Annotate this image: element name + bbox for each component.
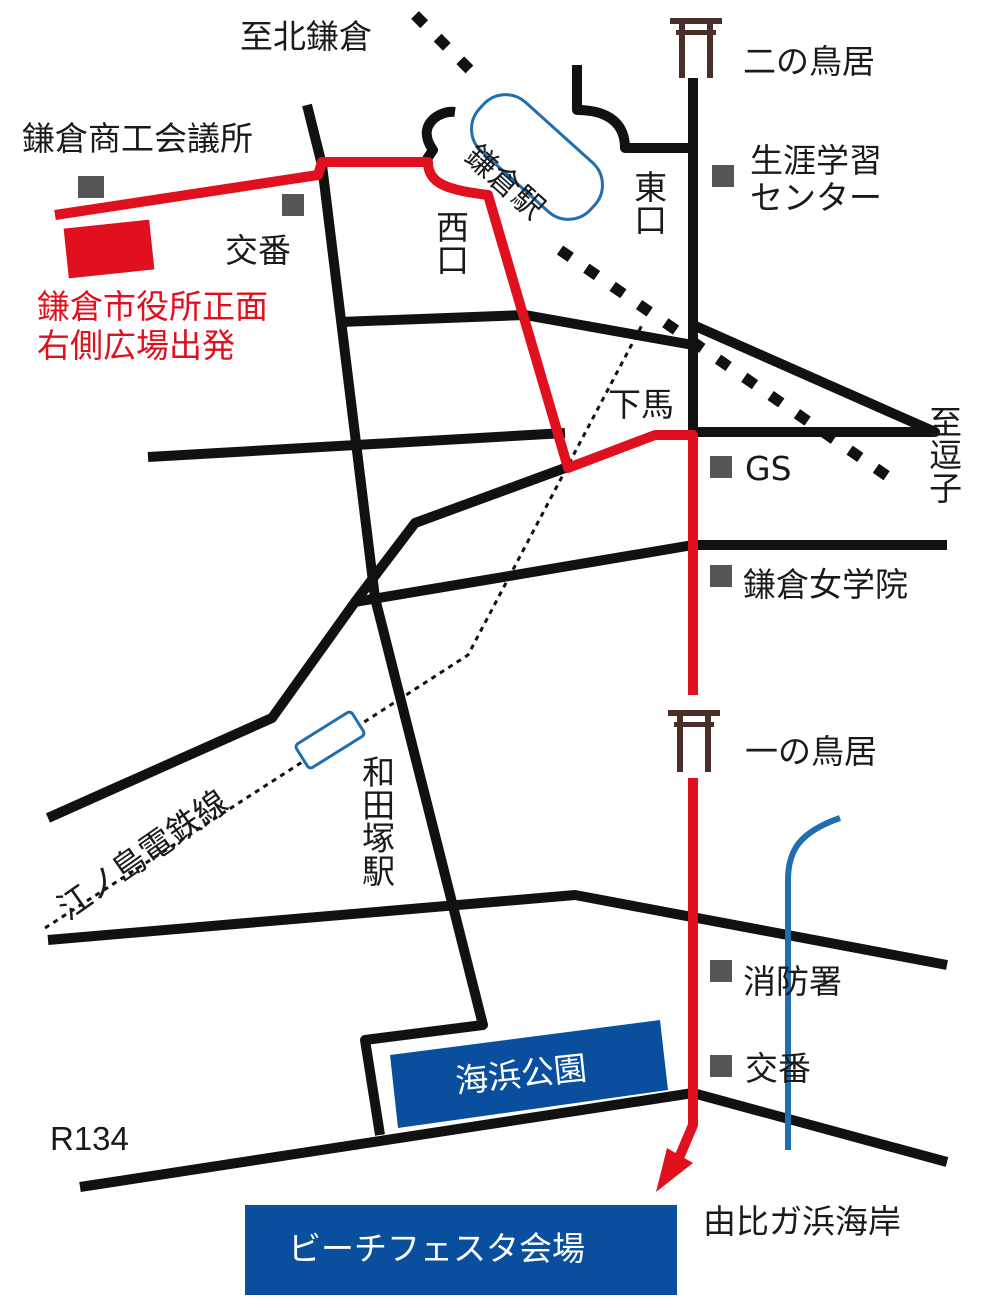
route-arrow-head [656, 1148, 693, 1192]
square-marker-icon [78, 176, 104, 198]
label-venue: ビーチフェスタ会場 [288, 1229, 585, 1268]
label-to-zushi: 至逗子 [923, 405, 963, 504]
torii-gate-icon [670, 18, 722, 78]
road-to-zushi [690, 320, 940, 437]
square-marker-icon [710, 960, 732, 982]
jr-railway-line [411, 11, 894, 483]
road-east-exit [572, 105, 690, 153]
square-marker-icon [710, 1055, 732, 1077]
road-west-vertical [302, 103, 488, 1136]
label-start-note: 鎌倉市役所正面 右側広場出発 [37, 287, 268, 365]
road-horizontal-2 [147, 428, 566, 462]
label-west-exit: 西口 [430, 210, 470, 276]
road-diagonal-west [45, 463, 567, 823]
label-yuigahama: 由比ガ浜海岸 [703, 1202, 901, 1241]
label-gs: GS [745, 449, 792, 488]
label-koban-north: 交番 [225, 231, 291, 270]
square-marker-icon [712, 165, 734, 187]
label-lifelong-center: 生涯学習 センター [750, 141, 882, 217]
square-marker-icon [282, 194, 304, 216]
road-komachi [322, 106, 456, 167]
square-marker-icon [710, 565, 732, 587]
label-r134: R134 [50, 1120, 129, 1157]
road-horizontal-south [47, 890, 948, 970]
venue-block [245, 1205, 677, 1295]
route-line-south [671, 778, 698, 1167]
label-geba: 下馬 [608, 385, 674, 424]
torii-gate-icon [668, 710, 720, 772]
enoden-railway-line [44, 324, 644, 930]
label-wadazuka-station: 和田塚駅 [356, 755, 396, 887]
label-ichi-no-torii: 一の鳥居 [745, 732, 877, 771]
label-east-exit: 東口 [628, 170, 668, 236]
label-to-kitakamakura: 至北鎌倉 [240, 17, 372, 56]
square-marker-icon [710, 456, 732, 478]
start-red-rectangle-marker [63, 219, 155, 279]
kaihin-park-block [390, 1020, 668, 1128]
stream [785, 815, 841, 1150]
label-fire-station: 消防署 [743, 962, 842, 1001]
route-line [54, 157, 698, 695]
label-chamber-of-commerce: 鎌倉商工会議所 [22, 119, 253, 158]
kamakura-station-building [470, 93, 604, 221]
label-ni-no-torii: 二の鳥居 [743, 42, 875, 81]
wadazuka-station-building [294, 710, 366, 770]
label-koban-south: 交番 [745, 1049, 811, 1088]
label-girls-school: 鎌倉女学院 [743, 565, 908, 604]
